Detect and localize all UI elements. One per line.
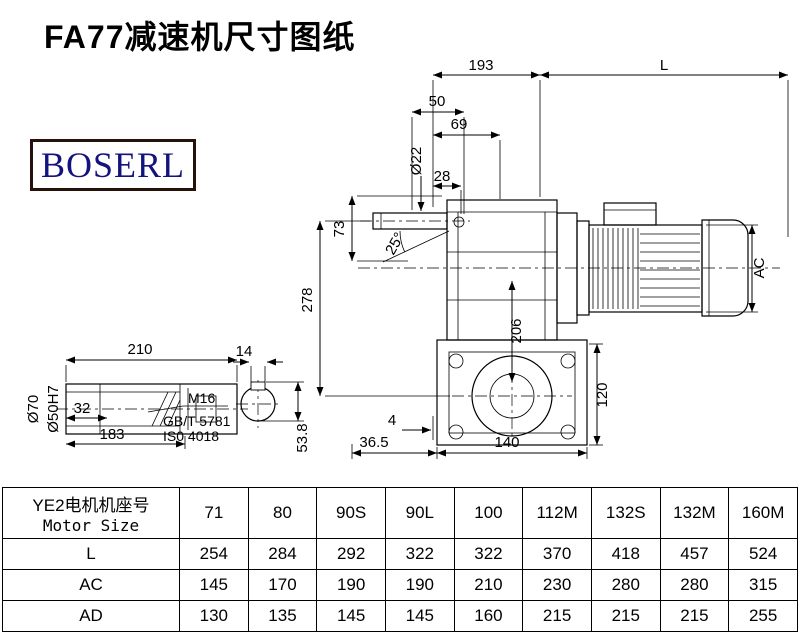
dim-206: 206	[508, 318, 525, 343]
table-cell: 315	[728, 569, 798, 601]
table-cell: 254	[179, 538, 249, 570]
table-cell: 370	[522, 538, 592, 570]
table-cell: 322	[453, 538, 524, 570]
table-row-AC: AC 145 170 190 190 210 230 280 280 315	[2, 569, 798, 601]
dim-53-8: 53.8	[294, 423, 311, 452]
size-header: 112M	[522, 487, 592, 539]
centerlines	[56, 220, 780, 440]
row-label: L	[2, 538, 180, 570]
table-cell: 190	[384, 569, 455, 601]
header-line2: Motor Size	[42, 516, 140, 535]
input-shaft	[372, 212, 465, 263]
table-cell: 284	[247, 538, 318, 570]
dim-210: 210	[127, 341, 152, 358]
callout-gbt: GB/T 5781	[163, 413, 231, 429]
dim-32: 32	[74, 400, 91, 417]
table-cell: 145	[316, 600, 386, 632]
motor	[556, 202, 749, 324]
table-cell: 145	[179, 569, 249, 601]
dim-120: 120	[594, 382, 611, 407]
table-row-L: L 254 284 292 322 322 370 418 457 524	[2, 538, 798, 570]
table-cell: 215	[522, 600, 592, 632]
table-cell: 190	[316, 569, 386, 601]
callout-iso: IS0 4018	[163, 428, 219, 444]
dim-dia22: Ø22	[408, 147, 425, 175]
header-line1: YE2电机机座号	[32, 496, 150, 515]
dimensions: 193 L 50 69 Ø22 28 25° 73 278	[25, 57, 789, 459]
dim-AC: AC	[751, 257, 768, 278]
fan-cover	[701, 219, 749, 317]
table-row-AD: AD 130 135 145 145 160 215 215 215 255	[2, 600, 798, 632]
callout-m16: M16	[188, 390, 215, 406]
dim-dia50h7: Ø50H7	[45, 385, 62, 433]
size-header: 90L	[384, 487, 455, 539]
table-cell: 135	[247, 600, 318, 632]
table-header-row: YE2电机机座号 Motor Size 71 80 90S 90L 100 11…	[2, 487, 798, 539]
table-cell: 418	[590, 538, 661, 570]
table-cell: 292	[316, 538, 386, 570]
row-label: AD	[2, 600, 180, 632]
dim-36-5: 36.5	[359, 434, 388, 451]
dim-278: 278	[299, 287, 316, 312]
table-cell: 457	[659, 538, 730, 570]
dim-50: 50	[429, 93, 446, 110]
table-cell: 215	[590, 600, 661, 632]
dim-69: 69	[451, 116, 468, 133]
size-header: 90S	[316, 487, 386, 539]
size-header: 132S	[590, 487, 661, 539]
table-cell: 230	[522, 569, 592, 601]
dim-28: 28	[434, 168, 451, 185]
dim-193: 193	[468, 57, 493, 74]
table-cell: 322	[384, 538, 455, 570]
reducer-dimension-drawing: 193 L 50 69 Ø22 28 25° 73 278	[25, 57, 789, 459]
table-cell: 280	[590, 569, 661, 601]
keyway-section	[240, 381, 276, 422]
size-header: 80	[247, 487, 318, 539]
dim-4: 4	[388, 412, 396, 429]
table-cell: 130	[179, 600, 249, 632]
motor-size-table: YE2电机机座号 Motor Size 71 80 90S 90L 100 11…	[2, 487, 798, 632]
size-header: 132M	[659, 487, 730, 539]
dim-L: L	[660, 57, 668, 74]
page-title: FA77减速机尺寸图纸	[44, 19, 356, 55]
dim-dia70: Ø70	[25, 395, 42, 423]
dim-73: 73	[331, 221, 348, 238]
size-header: 160M	[728, 487, 798, 539]
table-cell: 160	[453, 600, 524, 632]
size-header: 100	[453, 487, 524, 539]
output-shaft-detail	[65, 383, 238, 435]
dim-25deg: 25°	[382, 230, 408, 258]
table-cell: 210	[453, 569, 524, 601]
table-cell: 215	[659, 600, 730, 632]
table-cell: 524	[728, 538, 798, 570]
size-header: 71	[179, 487, 249, 539]
table-cell: 255	[728, 600, 798, 632]
row-label: AC	[2, 569, 180, 601]
dim-140: 140	[494, 434, 519, 451]
motor-size-header-cell: YE2电机机座号 Motor Size	[2, 487, 180, 539]
terminal-box	[603, 202, 657, 226]
dim-183: 183	[99, 426, 124, 443]
table-cell: 145	[384, 600, 455, 632]
boserl-logo: BOSERL	[30, 139, 196, 191]
table-cell: 170	[247, 569, 318, 601]
table-cell: 280	[659, 569, 730, 601]
dim-14: 14	[236, 343, 253, 360]
